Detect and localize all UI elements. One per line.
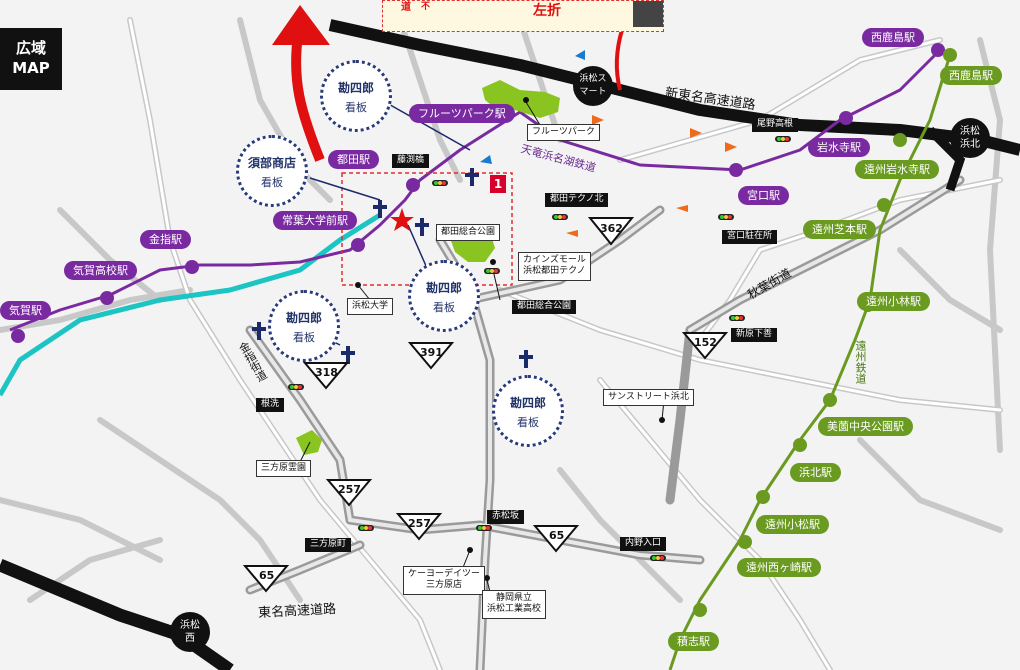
signboard-sub: 看板 <box>293 331 315 344</box>
ic-hamamatsu-nishi-label: 浜松西 <box>180 620 200 644</box>
route-391: 391 <box>420 346 443 359</box>
station-nishikajima-ensyu: 西鹿島駅 <box>940 66 1002 85</box>
route-65-b: 65 <box>259 569 275 582</box>
place-fruit-park: フルーツパーク <box>527 124 600 142</box>
station-hamakita: 浜北駅 <box>790 463 841 482</box>
banner-text-left: 道 <box>401 2 411 13</box>
label-ensyu-railway: 遠州鉄道 <box>854 340 867 384</box>
station-ensyu-shibamoto: 遠州芝本駅 <box>803 220 876 239</box>
signboard-sub: 看板 <box>261 176 283 189</box>
route-152: 152 <box>694 336 717 349</box>
signal-shinhara-label: 新原下善 <box>731 328 778 342</box>
signboard-name: 勘四郎 <box>337 81 374 95</box>
signal-mikatahara-town-label: 三方原町 <box>305 538 352 552</box>
route-257-b: 257 <box>408 517 431 530</box>
banner-text-left2: 不 <box>421 2 431 12</box>
station-kiga: 気賀駅 <box>0 301 51 320</box>
signal-uchino-label: 内野入口 <box>620 537 667 551</box>
place-hamamatsu-univ: 浜松大学 <box>347 298 394 316</box>
station-ensyu-gansuiji: 遠州岩水寺駅 <box>855 160 939 179</box>
ic-hamamatsu-nishi: 浜松西 <box>170 612 210 652</box>
signal-miyaguchi-label: 宮口駐在所 <box>722 230 778 244</box>
station-kanasashi: 金指駅 <box>140 230 191 249</box>
station-ensyu-nishigasaki: 遠州西ヶ崎駅 <box>737 558 821 577</box>
station-sekishi: 積志駅 <box>668 632 719 651</box>
map-title-line-1: 広域 <box>15 39 46 57</box>
route-318: 318 <box>315 366 338 379</box>
place-miyakoda-park: 都田総合公園 <box>436 224 501 242</box>
signboard-kanshiro-2: 勘四郎 看板 <box>408 260 480 332</box>
signboard-sub: 看板 <box>517 416 539 429</box>
station-miyakoda: 都田駅 <box>328 150 379 169</box>
signal-obino-label: 尾野高根 <box>752 118 799 132</box>
station-gansuiji: 岩水寺駅 <box>808 138 870 157</box>
station-tokoha: 常葉大学前駅 <box>273 211 357 230</box>
station-kiga-koko: 気賀高校駅 <box>64 261 137 280</box>
ic-hamamatsu-smart-label: 浜松スマート <box>579 74 607 97</box>
signal-nearai-label: 根洗 <box>256 398 285 412</box>
map-title: 広域 MAP <box>0 28 62 90</box>
top-banner: 道 不 左折 <box>382 0 664 32</box>
station-miyaguchi: 宮口駅 <box>738 186 789 205</box>
place-keiyo-d2: ケーヨーデイツー 三方原店 <box>403 566 486 595</box>
banner-text-right: 左折 <box>533 3 561 19</box>
route-362: 362 <box>600 222 623 235</box>
signboard-sub: 看板 <box>433 301 455 314</box>
project-number-badge: 1 <box>490 175 506 193</box>
route-65-a: 65 <box>549 529 565 542</box>
ic-hamamatsu-hamakita-label: 浜松浜北 <box>960 126 980 150</box>
ic-hamamatsu-hamakita: 浜松浜北 <box>950 118 990 158</box>
signboard-name: 勘四郎 <box>285 311 322 325</box>
place-cainz: カインズモール 浜松都田テクノ <box>518 252 591 281</box>
map-title-line-2: MAP <box>12 59 50 77</box>
route-257-a: 257 <box>338 483 361 496</box>
station-nishikajima-tenhama: 西鹿島駅 <box>862 28 924 47</box>
label-tomei: 東名高速道路 <box>257 601 337 622</box>
station-ensyu-komatsu: 遠州小松駅 <box>756 515 829 534</box>
ic-hamamatsu-smart: 浜松スマート <box>573 66 613 106</box>
signal-akamatsu-label: 赤松坂 <box>487 510 525 524</box>
signboard-name: 須部商店 <box>247 156 296 170</box>
signal-fujiwara-label: 藤渕橋 <box>392 154 430 168</box>
place-sunstreet: サンストリート浜北 <box>603 389 694 407</box>
signboard-kanshiro-1: 勘四郎 看板 <box>320 60 392 132</box>
station-ensyu-kobayashi: 遠州小林駅 <box>857 292 930 311</box>
place-mikatahara-cemetery: 三方原霊園 <box>256 460 312 478</box>
signboard-sube-shoten: 須部商店 看板 <box>236 135 308 207</box>
signal-miyakoda-techno-label: 都田テクノ北 <box>545 193 609 207</box>
signboard-name: 勘四郎 <box>509 396 546 410</box>
signal-miyakoda-park-label: 都田総合公園 <box>512 300 577 314</box>
place-hamamatsu-tech-school: 静岡県立 浜松工業高校 <box>482 590 547 619</box>
signboard-kanshiro-4: 勘四郎 看板 <box>492 375 564 447</box>
signboard-name: 勘四郎 <box>425 281 462 295</box>
station-fruitpark: フルーツパーク駅 <box>409 104 515 123</box>
station-misono: 美薗中央公園駅 <box>818 417 913 436</box>
signboard-sub: 看板 <box>345 101 367 114</box>
signboard-kanshiro-3: 勘四郎 看板 <box>268 290 340 362</box>
